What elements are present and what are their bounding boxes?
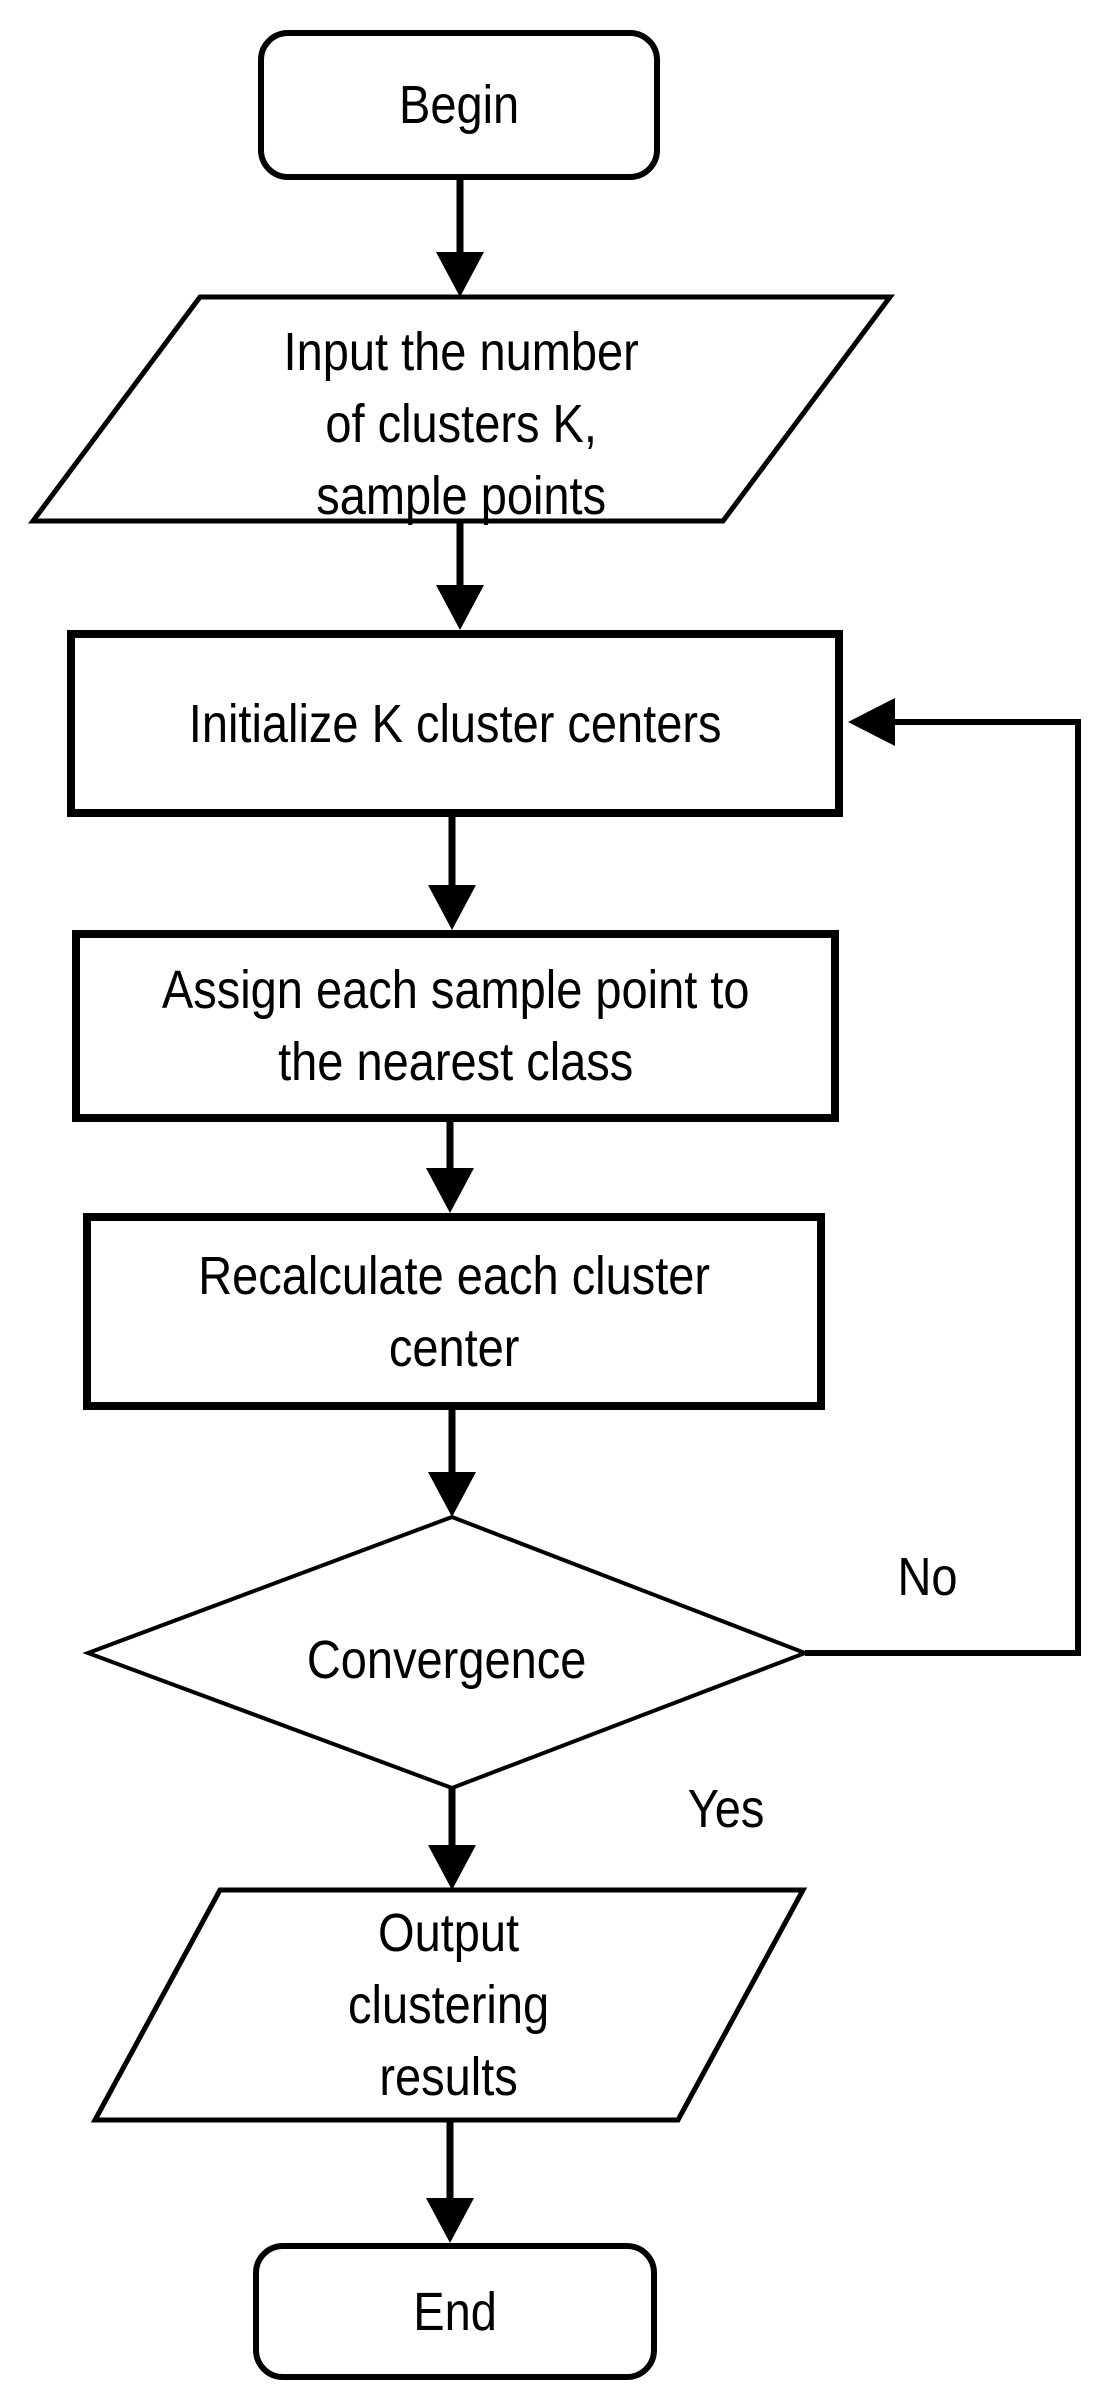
yes-edge-label-box: Yes [656, 1773, 796, 1845]
convergence-decision-shape [82, 1514, 811, 1791]
arrowhead-begin-to-input [436, 252, 484, 297]
yes-edge-label: Yes [687, 1779, 765, 1839]
arrowhead-assign-to-recalculate [426, 1168, 474, 1213]
input-parallelogram-shape [28, 294, 895, 524]
arrowhead-output-to-end [426, 2198, 474, 2243]
arrowhead-convergence-to-output [428, 1845, 476, 1890]
arrowhead-recalculate-to-convergence [428, 1472, 476, 1517]
no-feedback-line [805, 719, 1081, 1656]
begin-terminator-shape [258, 30, 660, 180]
arrowhead-input-to-initialize [436, 585, 484, 630]
arrowhead-no-feedback [848, 698, 895, 746]
assign-process-shape [72, 930, 839, 1122]
no-edge-label: No [897, 1547, 959, 1607]
recalculate-process-shape [83, 1213, 825, 1410]
initialize-process-shape [67, 630, 843, 817]
output-parallelogram-shape [90, 1887, 808, 2123]
end-terminator-shape [253, 2243, 657, 2380]
no-edge-label-box: No [858, 1541, 998, 1613]
arrowhead-initialize-to-assign [428, 885, 476, 930]
